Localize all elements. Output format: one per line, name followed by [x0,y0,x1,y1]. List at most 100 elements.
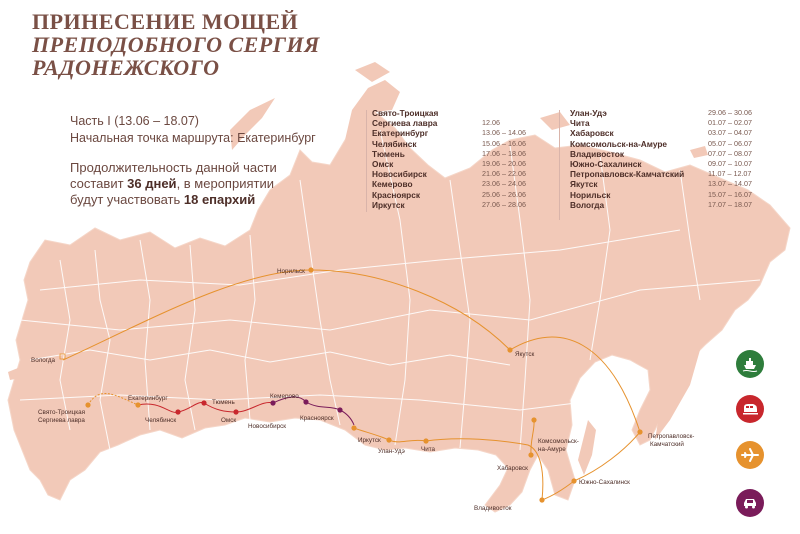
schedule-dates: 03.07 – 04.07 [708,128,752,138]
schedule-row: Норильск 15.07 – 16.07 [570,190,752,200]
schedule-city: Владивосток [570,148,624,159]
schedule-dates: 19.06 – 20.06 [482,159,526,169]
city-dot-nsk [270,400,276,406]
label-norilsk: Норильск [277,268,305,275]
kamchatka [655,330,700,440]
stats-text: , в мероприятии [176,176,274,191]
schedule-dates: 13.06 – 14.06 [482,128,526,138]
city-dot-kms [531,417,537,423]
schedule-city: Вологда [570,199,605,210]
car-legend [736,489,764,517]
intro-block: Часть I (13.06 – 18.07) Начальная точка … [70,113,360,208]
intro-stats: Продолжительность данной части составит … [70,160,360,208]
schedule-city: Улан-Удэ [570,108,607,118]
label-kem: Кемерово [270,393,299,400]
city-dot-ekb [135,402,141,408]
schedule-dates: 07.07 – 08.07 [708,148,752,158]
ship-icon [742,358,758,372]
stats-line-1: Продолжительность данной части [70,160,277,175]
label-irk: Иркутск [358,437,381,444]
schedule-row: Южно-Сахалинск 09.07 – 10.07 [570,159,752,169]
stats-text: составит [70,176,128,191]
schedule-city: Якутск [570,179,598,190]
route-air-yakutsk-kamchatka [509,336,641,433]
city-dot-krsk [337,407,343,413]
schedule-city: Челябинск [372,138,417,149]
city-dot-vologda [59,353,66,360]
label-lavra-1: Свято-Троицкая [38,409,85,416]
train-icon [743,404,758,415]
label-uu: Улан-Удэ [378,448,405,455]
stats-text: будут участвовать [70,192,184,207]
city-dot-irk [351,425,357,431]
schedule-city: Новосибирск [372,169,427,180]
schedule-row: Якутск 13.07 – 14.07 [570,179,752,189]
label-yakutsk: Якутск [515,351,534,358]
route-air [87,392,139,406]
taimyr [345,80,400,140]
label-vologda: Вологда [31,357,55,364]
schedule-dates: 13.07 – 14.07 [708,179,752,189]
schedule-dates: 09.07 – 10.07 [708,159,752,169]
city-dot-ys [571,478,577,484]
city-markers [59,267,643,503]
label-krsk: Красноярск [300,415,334,422]
title-line-1: ПРИНЕСЕНИЕ МОЩЕЙ [32,9,299,34]
schedule-city: Иркутск [372,199,405,210]
title-line-2: ПРЕПОДОБНОГО СЕРГИЯ [32,32,320,57]
schedule-city: Комсомольск-на-Амуре [570,138,668,149]
schedule-city: Омск [372,159,394,170]
plane-legend [736,441,764,469]
page-title: ПРИНЕСЕНИЕ МОЩЕЙ ПРЕПОДОБНОГО СЕРГИЯ РАД… [32,10,332,79]
label-tyumen: Тюмень [212,399,236,406]
city-dot-kem [303,399,309,405]
schedule-city: Чита [570,118,590,129]
schedule-city: Норильск [570,189,611,200]
plane-icon [741,448,759,462]
schedule-dates: 12.06 [482,118,500,128]
label-vlad: Владивосток [474,505,512,512]
schedule-city: Тюмень [372,148,405,159]
schedule-dates: 21.06 – 22.06 [482,169,526,179]
stats-days: 36 дней [127,176,177,191]
schedule-dates: 23.06 – 24.06 [482,179,526,189]
city-dot-norilsk [308,267,314,273]
label-chel: Челябинск [145,416,176,424]
schedule-divider-right [559,110,560,220]
stats-eparchies: 18 епархий [183,192,256,207]
title-line-3: РАДОНЕЖСКОГО [32,55,220,80]
wrangel-island [690,146,708,158]
schedule-row: Кемерово 23.06 – 24.06 [372,179,526,189]
city-dot-omsk [233,409,239,415]
schedule-dates: 15.07 – 16.07 [708,189,752,199]
city-dot-lavra [85,402,91,408]
schedule-city: Южно-Сахалинск [570,159,642,170]
label-ekb: Екатеринбург [128,394,168,402]
intro-start: Начальная точка маршрута: Екатеринбург [70,131,316,145]
label-omsk: Омск [221,417,236,424]
route-road [272,396,355,426]
city-dot-yakutsk [507,347,513,353]
schedule-dates: 01.07 – 02.07 [708,118,752,128]
region-borders [19,129,761,451]
schedule-row: Иркутск 27.06 – 28.06 [372,200,526,210]
label-khab: Хабаровск [497,464,528,472]
car-icon [744,499,756,509]
label-pk-1: Петропавловск- [648,433,694,440]
city-dot-tyumen [201,400,207,406]
schedule-dates: 27.06 – 28.06 [482,199,526,209]
label-lavra-2: Сергиева лавра [38,417,85,424]
schedule-city: Свято-Троицкая [372,108,439,118]
severnaya-zemlya [355,62,390,82]
new-siberian-islands [540,112,570,130]
label-pk-2: Камчатский [650,440,684,448]
ship-legend [736,350,764,378]
schedule-city: Кемерово [372,179,413,190]
